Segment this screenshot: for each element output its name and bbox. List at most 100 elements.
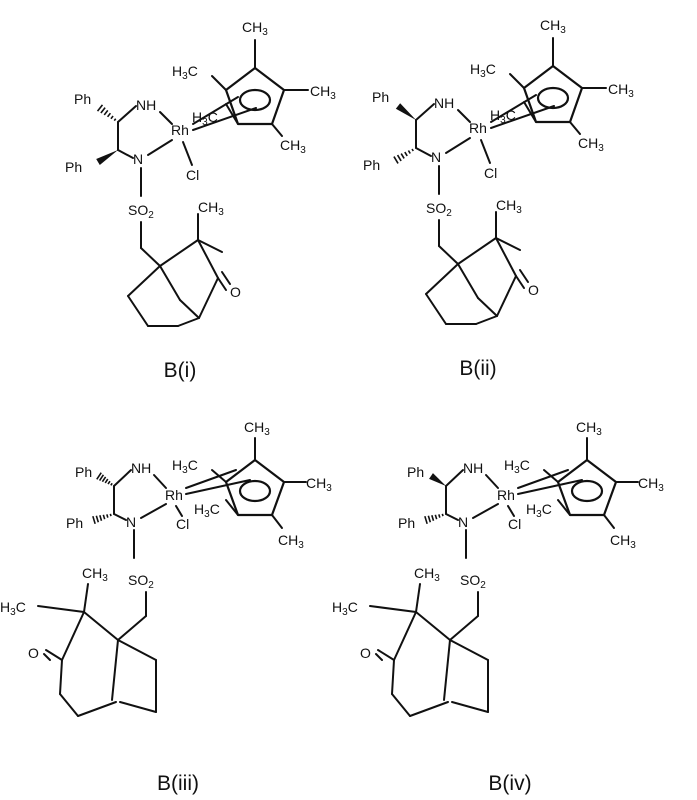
bond bbox=[451, 701, 489, 713]
bond bbox=[377, 649, 395, 661]
rhodium-label: Rh bbox=[165, 487, 183, 503]
phenyl-lower: Ph bbox=[65, 159, 82, 175]
chloride-label: Cl bbox=[186, 167, 199, 183]
bond bbox=[425, 293, 447, 325]
bond bbox=[409, 701, 449, 717]
hash-stroke bbox=[431, 515, 435, 521]
bond bbox=[449, 615, 479, 641]
methyl-lower-left: H3C bbox=[192, 109, 218, 128]
bond bbox=[557, 499, 571, 516]
bond bbox=[457, 263, 479, 299]
cp-ring bbox=[224, 66, 286, 126]
chloride-label: Cl bbox=[484, 165, 497, 181]
methyl-upper-left: H3C bbox=[470, 61, 496, 80]
bond bbox=[117, 105, 137, 123]
hash-stroke bbox=[438, 514, 441, 518]
bond bbox=[77, 701, 117, 717]
rhodium-label: Rh bbox=[171, 122, 189, 138]
hash-stroke bbox=[104, 478, 109, 484]
sulfonyl-label: SO2 bbox=[460, 572, 486, 591]
sulfonyl-label: SO2 bbox=[426, 200, 452, 219]
bond bbox=[111, 639, 119, 701]
rh-cl-bond bbox=[480, 139, 491, 164]
hash-stroke bbox=[109, 513, 112, 517]
cp-aromatic-circle bbox=[238, 479, 272, 503]
camphor-methyl: CH3 bbox=[496, 197, 522, 216]
hash-stroke bbox=[95, 515, 100, 523]
methyl-lower-left: H3C bbox=[194, 501, 220, 520]
ketone-oxygen: O bbox=[360, 645, 371, 661]
cp-aromatic-circle bbox=[570, 479, 604, 503]
hash-stroke bbox=[393, 156, 399, 164]
phenyl-lower: Ph bbox=[398, 515, 415, 531]
bond bbox=[509, 73, 525, 89]
hash-stroke bbox=[96, 104, 104, 112]
hash-stroke bbox=[98, 474, 105, 481]
n-rh-bond bbox=[472, 503, 499, 519]
rh-cp-bond bbox=[192, 107, 257, 131]
rh-cp-bond bbox=[490, 94, 537, 123]
n-label: N bbox=[126, 514, 136, 530]
methyl-top: CH3 bbox=[244, 419, 270, 438]
bond bbox=[391, 659, 395, 695]
bond bbox=[523, 101, 537, 123]
bond bbox=[225, 103, 239, 125]
bond bbox=[515, 275, 525, 289]
methyl-right: CH3 bbox=[306, 475, 332, 494]
ph-bond-lower bbox=[393, 148, 414, 164]
methyl-top: CH3 bbox=[540, 17, 566, 36]
bond bbox=[603, 514, 615, 529]
hash-stroke bbox=[106, 514, 109, 518]
bond bbox=[271, 514, 283, 529]
hash-stroke bbox=[441, 513, 444, 517]
structure-caption: B(i) bbox=[164, 359, 197, 382]
bond bbox=[569, 121, 581, 135]
bond bbox=[59, 693, 79, 717]
bond bbox=[117, 639, 157, 661]
ph-bond-upper bbox=[96, 472, 113, 486]
bond bbox=[438, 245, 459, 265]
bond bbox=[117, 149, 134, 159]
bond bbox=[415, 611, 451, 641]
bond bbox=[61, 611, 85, 661]
hash-stroke bbox=[107, 480, 111, 485]
bond bbox=[197, 239, 219, 279]
hash-stroke bbox=[113, 118, 117, 122]
phenyl-upper: Ph bbox=[372, 89, 389, 105]
hash-stroke bbox=[102, 514, 106, 520]
nh-label: NH bbox=[131, 460, 151, 476]
bond bbox=[475, 315, 498, 325]
n-rh-bond bbox=[445, 137, 471, 154]
phenyl-lower: Ph bbox=[363, 157, 380, 173]
hash-stroke bbox=[103, 109, 109, 116]
hash-stroke bbox=[434, 514, 438, 520]
methyl-upper-left: H3C bbox=[172, 457, 198, 476]
bond bbox=[197, 239, 223, 253]
nh-rh-bond bbox=[457, 109, 471, 123]
bond bbox=[127, 295, 149, 327]
bond bbox=[369, 605, 417, 613]
methyl-lower-right: CH3 bbox=[280, 137, 306, 156]
ph-bond-upper bbox=[96, 104, 117, 122]
hash-stroke bbox=[100, 107, 106, 114]
hash-stroke bbox=[99, 515, 103, 521]
rh-cp-bond bbox=[185, 469, 237, 489]
bond bbox=[445, 469, 464, 487]
bond bbox=[159, 239, 199, 267]
structure-caption: B(iii) bbox=[157, 772, 199, 795]
bond bbox=[198, 277, 219, 319]
chloride-label: Cl bbox=[508, 516, 521, 532]
methyl-right: CH3 bbox=[608, 81, 634, 100]
methyl-lower-left: H3C bbox=[526, 501, 552, 520]
ph-bond-upper bbox=[395, 103, 416, 120]
hash-stroke bbox=[411, 148, 414, 152]
hash-stroke bbox=[110, 115, 114, 120]
phenyl-upper: Ph bbox=[75, 464, 92, 480]
hash-stroke bbox=[101, 476, 107, 483]
hash-stroke bbox=[106, 112, 112, 118]
bond bbox=[140, 247, 161, 267]
